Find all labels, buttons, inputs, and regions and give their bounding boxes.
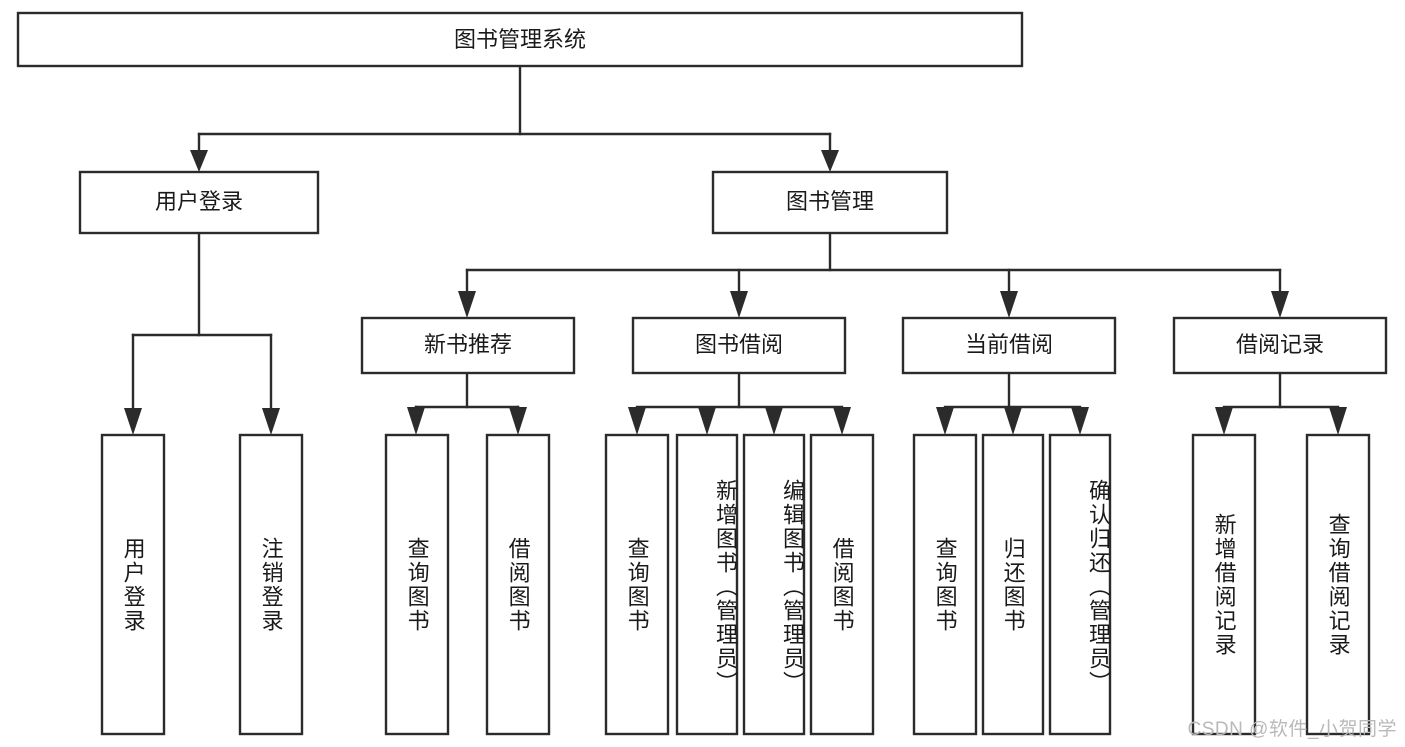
- node-user-login-box[interactable]: [78, 170, 320, 235]
- node-book-manage-label: 图书管理: [786, 189, 874, 214]
- arrow-head-leaf-query-book-1: [407, 407, 425, 435]
- arrow-head-leaf-add-book: [698, 407, 716, 435]
- node-new-book-recommend[interactable]: 新书推荐: [360, 316, 576, 375]
- connector-group-borrow-record: [1215, 371, 1347, 435]
- arrow-head-leaf-user-login: [124, 408, 142, 435]
- arrow-head-leaf-logout-login: [262, 408, 280, 435]
- csdn-watermark: CSDN @软件_小贺同学: [1187, 719, 1397, 740]
- node-current-borrow-box[interactable]: [901, 316, 1117, 375]
- arrow-head-leaf-add-record: [1215, 407, 1233, 435]
- arrow-head-leaf-query-record: [1329, 407, 1347, 435]
- node-new-book-recommend-label: 新书推荐: [424, 332, 512, 357]
- node-leaf-borrow-book-2-box[interactable]: [809, 433, 875, 736]
- node-borrow-record[interactable]: 借阅记录: [1172, 316, 1388, 375]
- node-leaf-confirm-return-box[interactable]: [1048, 433, 1112, 736]
- node-leaf-borrow-book-1-box[interactable]: [485, 433, 551, 736]
- arrow-head-leaf-borrow-book-1: [509, 407, 527, 435]
- arrow-head-leaf-query-book-2: [628, 407, 646, 435]
- node-current-borrow[interactable]: 当前借阅: [901, 316, 1117, 375]
- node-leaf-query-record-box[interactable]: [1305, 433, 1371, 736]
- leaf-box-group: [100, 433, 1371, 736]
- node-leaf-logout-login-box[interactable]: [238, 433, 304, 736]
- arrow-head-borrow-record: [1271, 291, 1289, 318]
- node-root-label: 图书管理系统: [454, 27, 586, 52]
- node-leaf-user-login-box[interactable]: [100, 433, 166, 736]
- node-new-book-recommend-box[interactable]: [360, 316, 576, 375]
- connector-group-book-manage: [458, 231, 1289, 318]
- arrow-head-leaf-borrow-book-2: [833, 407, 851, 435]
- arrow-head-leaf-return-book: [1004, 407, 1022, 435]
- arrow-head-book-manage: [821, 150, 839, 172]
- node-book-manage-box[interactable]: [711, 170, 949, 235]
- arrow-head-new-book-recommend: [458, 291, 476, 318]
- node-leaf-query-book-1-box[interactable]: [384, 433, 450, 736]
- node-root[interactable]: 图书管理系统: [16, 11, 1024, 68]
- arrow-head-leaf-query-book-3: [936, 407, 954, 435]
- node-leaf-query-book-2-box[interactable]: [604, 433, 670, 736]
- arrow-head-book-borrow: [730, 291, 748, 318]
- node-borrow-record-label: 借阅记录: [1236, 332, 1324, 357]
- connector-group-new-book-recommend: [407, 371, 527, 435]
- node-user-login-label: 用户登录: [155, 189, 243, 214]
- node-current-borrow-label: 当前借阅: [965, 332, 1053, 357]
- node-leaf-add-book-box[interactable]: [675, 433, 739, 736]
- node-leaf-add-record-box[interactable]: [1191, 433, 1257, 736]
- arrow-head-user-login: [190, 150, 208, 172]
- node-book-borrow-label: 图书借阅: [695, 332, 783, 357]
- node-user-login[interactable]: 用户登录: [78, 170, 320, 235]
- node-leaf-edit-book-box[interactable]: [742, 433, 806, 736]
- node-root-box[interactable]: [16, 11, 1024, 68]
- node-leaf-return-book-box[interactable]: [981, 433, 1045, 736]
- connector-group-user-login: [124, 231, 280, 435]
- node-book-borrow[interactable]: 图书借阅: [631, 316, 847, 375]
- arrow-head-current-borrow: [1000, 291, 1018, 318]
- node-book-manage[interactable]: 图书管理: [711, 170, 949, 235]
- arrow-head-leaf-edit-book: [765, 407, 783, 435]
- connector-group-current-borrow: [936, 371, 1089, 435]
- arrow-head-leaf-confirm-return: [1071, 407, 1089, 435]
- node-book-borrow-box[interactable]: [631, 316, 847, 375]
- connector-group-root: [190, 64, 839, 172]
- node-leaf-query-book-3-box[interactable]: [912, 433, 978, 736]
- node-borrow-record-box[interactable]: [1172, 316, 1388, 375]
- connector-group-book-borrow: [628, 371, 851, 435]
